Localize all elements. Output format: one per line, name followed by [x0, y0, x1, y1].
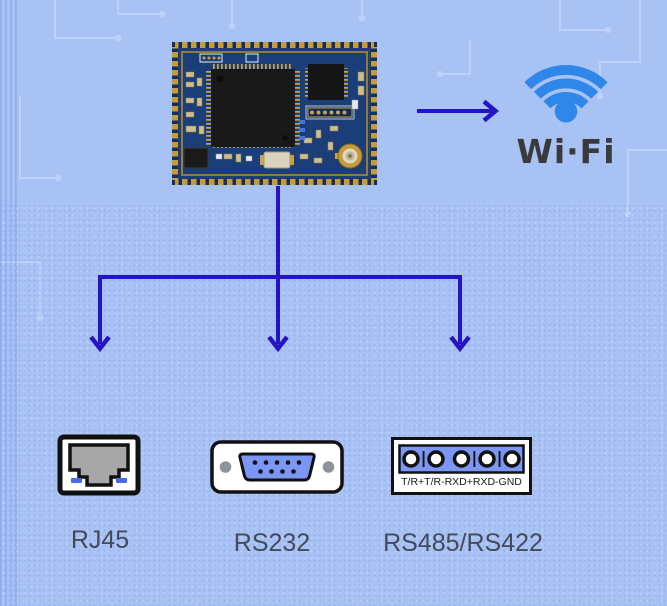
rj45-led-right [116, 478, 127, 483]
arrow-down-middle-head [267, 335, 289, 353]
rs232-icon [210, 440, 344, 494]
arrow-to-wifi-head [482, 99, 500, 123]
rs232-label: RS232 [233, 529, 311, 557]
rj45-label: RJ45 [70, 526, 130, 554]
arrow-down-right-head [449, 335, 471, 353]
wifi-module-pcb-photo [172, 42, 377, 185]
rs485-pin-labels: T/R+T/R-RXD+RXD-GND [401, 476, 522, 488]
wifi-label: Wi·Fi [516, 132, 616, 171]
rs232-screw-left [219, 461, 232, 473]
wifi-block: Wi·Fi [506, 44, 626, 171]
arrow-down-left-head [89, 335, 111, 353]
rs485-icon: T/R+T/R-RXD+RXD-GND [391, 437, 532, 495]
rs232-screw-right [322, 461, 335, 473]
rs485-terminal-strip [398, 444, 525, 474]
rj45-icon [57, 434, 141, 496]
rj45-led-left [71, 478, 82, 483]
rs485-label: RS485/RS422 [383, 529, 543, 557]
wifi-icon [524, 65, 608, 123]
